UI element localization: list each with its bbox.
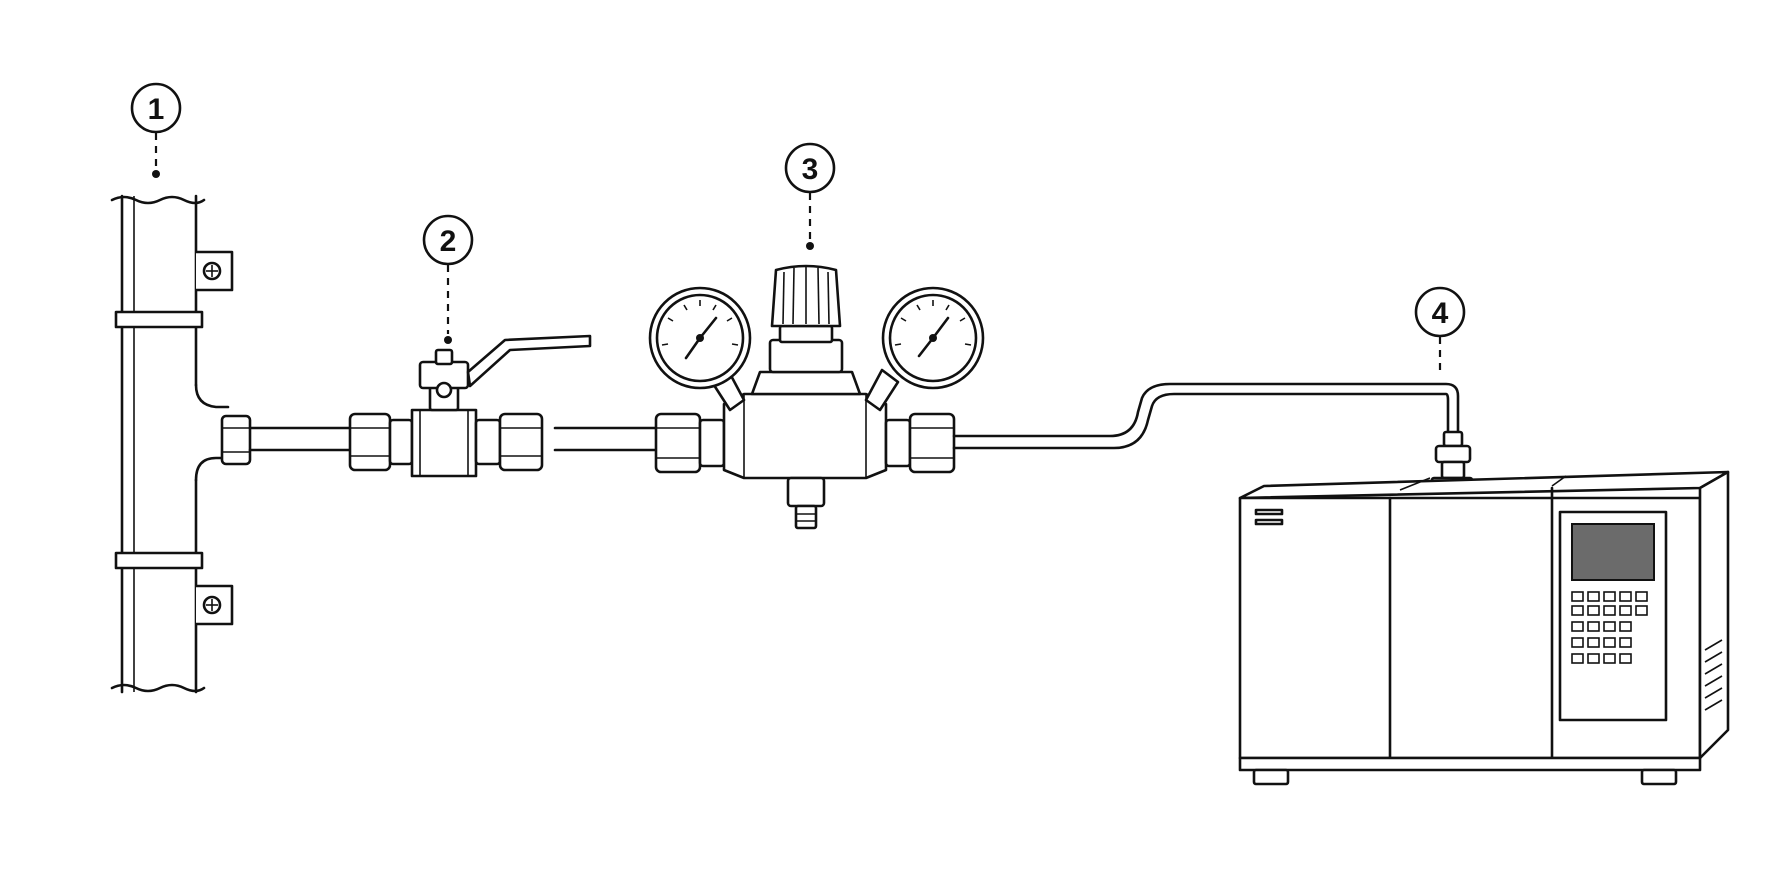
- foot-right: [1640, 768, 1678, 786]
- pipe-clamp-upper: [114, 310, 204, 329]
- valve-handle: [466, 334, 592, 388]
- analyzer-instrument: [1238, 430, 1730, 786]
- callout-4-label: 4: [1432, 297, 1449, 330]
- callout-2: 2: [422, 214, 474, 344]
- pipe-clamp-lower: [114, 551, 204, 570]
- supply-pipe: [110, 194, 252, 694]
- callout-3-label: 3: [802, 153, 819, 186]
- callout-3: 3: [784, 142, 836, 250]
- display-screen: [1571, 523, 1655, 581]
- inlet-pressure-gauge: [648, 286, 752, 412]
- tee-fitting: [220, 414, 252, 466]
- callout-4: 4: [1414, 286, 1466, 376]
- instrument-tubing: [952, 382, 1460, 450]
- side-vents: [1704, 639, 1723, 711]
- keypad: [1571, 591, 1648, 664]
- foot-left: [1252, 768, 1290, 786]
- outlet-pressure-gauge: [864, 286, 985, 412]
- callout-2-label: 2: [440, 225, 457, 258]
- wall-bracket-upper: [196, 250, 234, 292]
- pressure-regulator: [648, 264, 985, 530]
- callout-1-label: 1: [148, 93, 165, 126]
- callout-1: 1: [130, 82, 182, 178]
- main-tube: [248, 426, 662, 452]
- ball-valve: [348, 334, 592, 478]
- wall-bracket-lower: [196, 584, 234, 626]
